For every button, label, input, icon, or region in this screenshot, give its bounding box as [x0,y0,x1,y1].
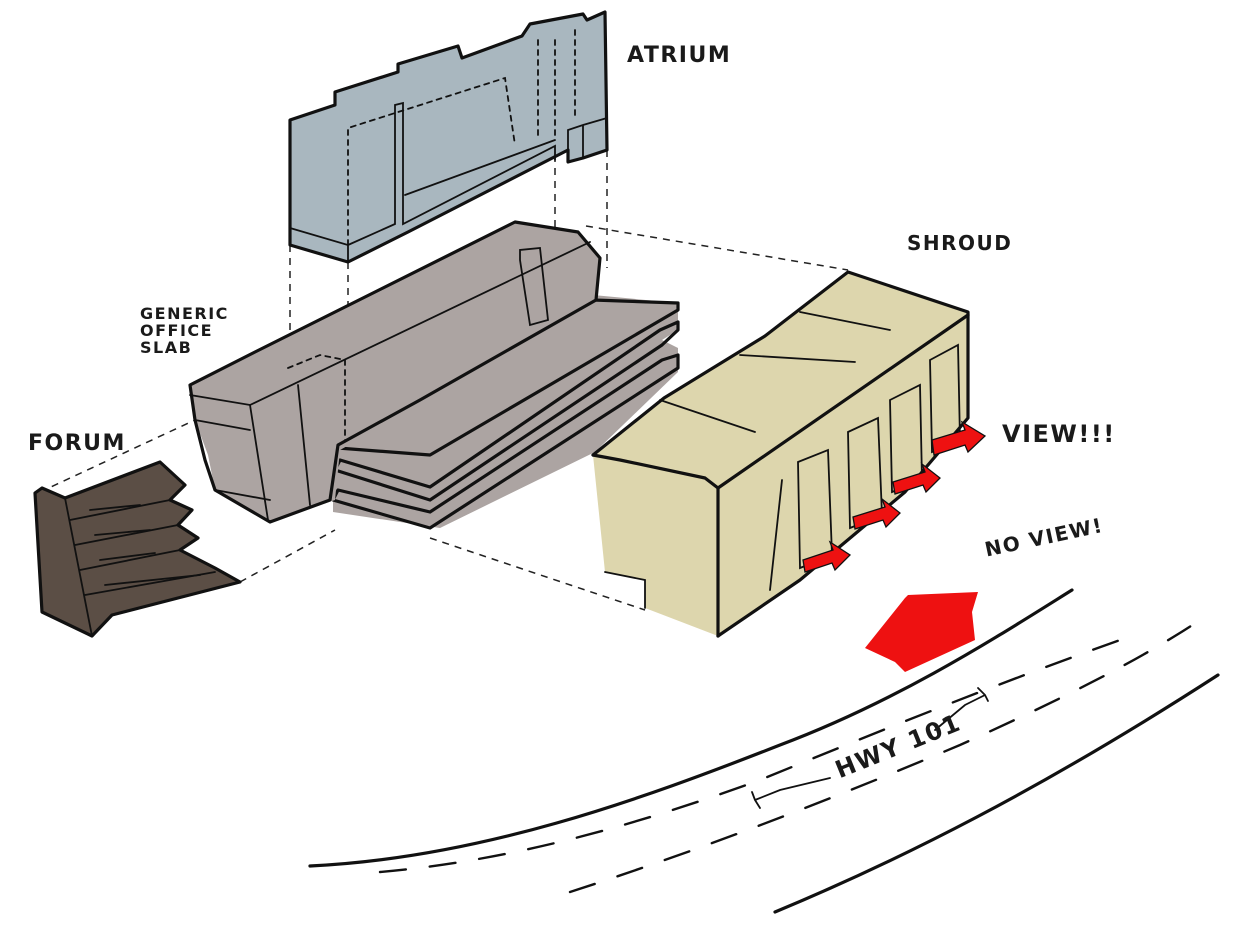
view-arrow [802,540,852,573]
forum-volume [33,460,242,638]
view-label: VIEW!!! [1002,420,1116,448]
view-arrow [892,462,941,495]
view-arrow [931,420,987,456]
view-arrow [852,497,901,530]
office-slab-label: GENERIC OFFICE SLAB [140,304,229,357]
forum-label: FORUM [28,431,126,456]
direction-arrows [751,687,989,809]
view-arrows [802,420,987,573]
no-view-arrow [865,592,978,672]
atrium-volume [288,10,609,264]
atrium-label: ATRIUM [627,43,732,68]
office-slab-volume [188,220,680,530]
westbound-arrow-icon [751,777,831,809]
eastbound-arrow-icon [934,687,989,731]
highway-road [308,588,1220,914]
shroud-label: SHROUD [907,231,1013,255]
